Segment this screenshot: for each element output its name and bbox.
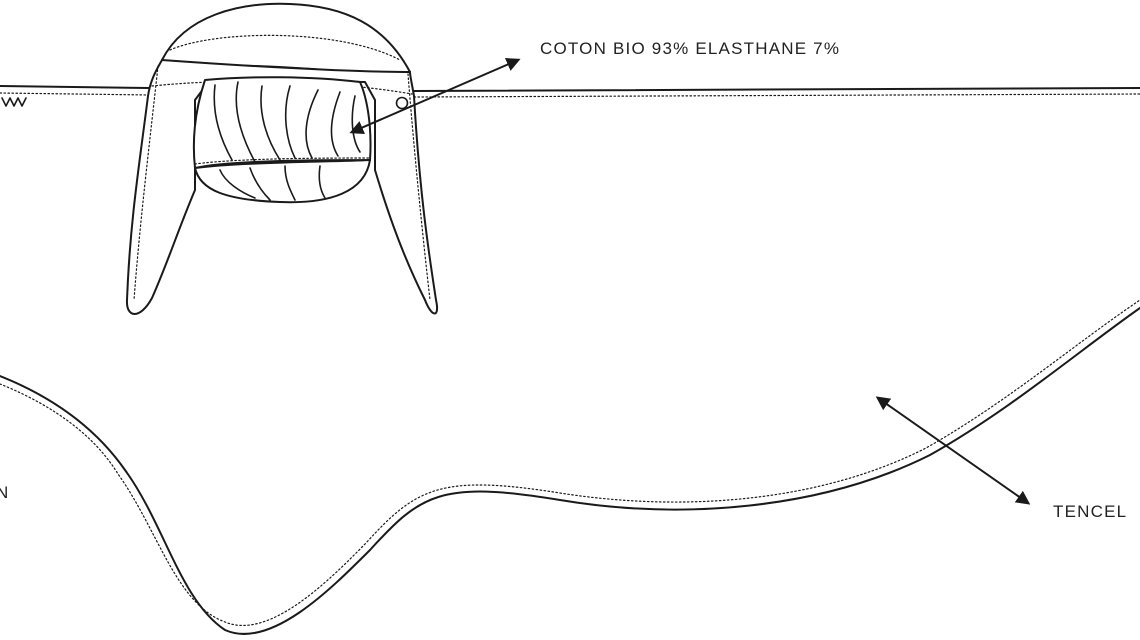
hood-detail <box>125 2 438 315</box>
zigzag-stitch <box>1 97 27 107</box>
label-body-material: TENCEL <box>1053 502 1127 521</box>
label-cut-left: N <box>0 483 9 502</box>
arrow-body-material <box>875 396 1031 505</box>
garment-hem <box>0 307 1140 635</box>
arrow-top-material <box>349 58 521 134</box>
label-top-material: COTON BIO 93% ELASTHANE 7% <box>540 39 840 58</box>
